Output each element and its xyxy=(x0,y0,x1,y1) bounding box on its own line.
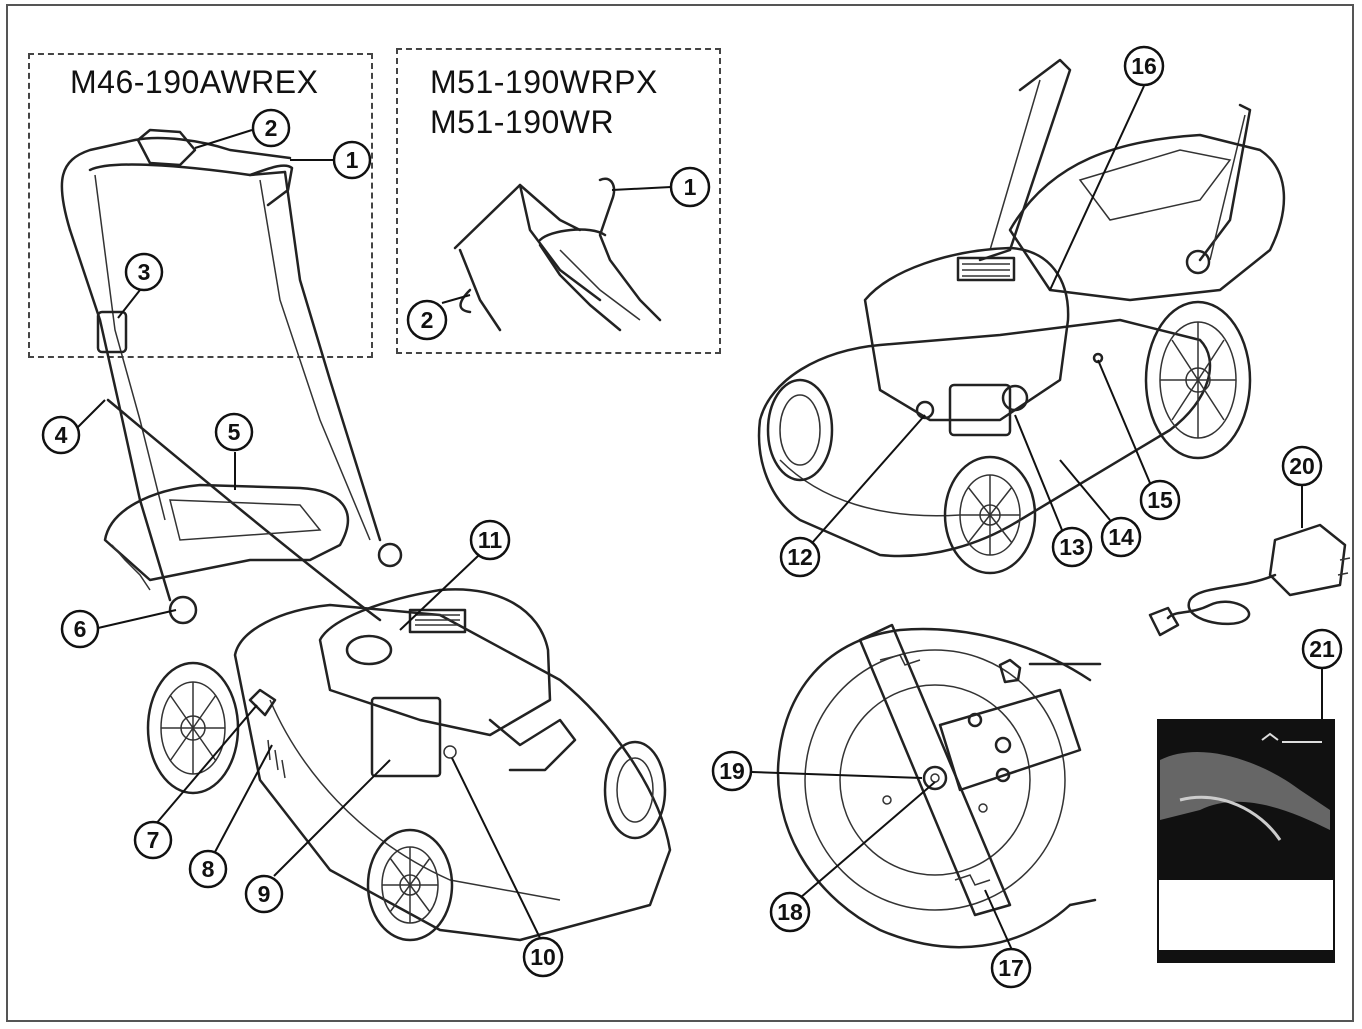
callout-21: 21 xyxy=(1301,628,1343,670)
svg-text:17: 17 xyxy=(998,955,1024,981)
model-label-m51-wr: M51-190WR xyxy=(430,104,615,140)
manual-illustration xyxy=(1157,719,1335,963)
svg-text:8: 8 xyxy=(202,856,215,882)
svg-text:15: 15 xyxy=(1147,487,1173,513)
svg-text:18: 18 xyxy=(777,899,803,925)
callout-20: 20 xyxy=(1281,445,1323,487)
svg-text:12: 12 xyxy=(787,544,813,570)
callout-17: 17 xyxy=(990,947,1032,989)
svg-text:4: 4 xyxy=(55,422,68,448)
svg-text:7: 7 xyxy=(147,827,160,853)
callout-2b: 2 xyxy=(406,299,448,341)
svg-text:9: 9 xyxy=(258,881,271,907)
diagram-frame xyxy=(6,4,1354,1022)
svg-text:20: 20 xyxy=(1289,453,1315,479)
svg-text:14: 14 xyxy=(1108,524,1134,550)
callout-18: 18 xyxy=(769,891,811,933)
svg-text:10: 10 xyxy=(530,944,556,970)
callout-3: 3 xyxy=(124,252,164,292)
svg-text:19: 19 xyxy=(719,758,745,784)
callout-16: 16 xyxy=(1123,45,1165,87)
svg-text:1: 1 xyxy=(684,174,697,200)
handle-detail-illustration xyxy=(453,177,662,332)
callout-1a: 1 xyxy=(332,140,372,180)
callout-7: 7 xyxy=(133,820,173,860)
svg-text:6: 6 xyxy=(74,616,87,642)
callout-19: 19 xyxy=(711,750,753,792)
model-box-m46 xyxy=(28,53,373,358)
svg-text:3: 3 xyxy=(138,259,151,285)
svg-text:16: 16 xyxy=(1131,53,1157,79)
charger-illustration xyxy=(1148,523,1351,637)
svg-text:21: 21 xyxy=(1309,636,1335,662)
callout-4: 4 xyxy=(41,415,81,455)
main-mower-illustration xyxy=(60,128,672,942)
svg-text:2: 2 xyxy=(421,307,434,333)
callout-9: 9 xyxy=(244,874,284,914)
svg-text:11: 11 xyxy=(478,527,503,553)
callout-12: 12 xyxy=(779,536,821,578)
svg-text:13: 13 xyxy=(1059,534,1085,560)
svg-text:2: 2 xyxy=(265,115,278,141)
rear-mower-illustration xyxy=(757,58,1286,575)
callout-5: 5 xyxy=(214,412,254,452)
leader-lines xyxy=(74,85,1323,951)
model-label-m51-wrpx: M51-190WRPX xyxy=(430,64,658,100)
callout-6: 6 xyxy=(60,609,100,649)
callout-8: 8 xyxy=(188,849,228,889)
callout-14: 14 xyxy=(1100,516,1142,558)
model-box-m51 xyxy=(396,48,721,354)
svg-text:5: 5 xyxy=(228,419,241,445)
callout-13: 13 xyxy=(1051,526,1093,568)
callout-1b: 1 xyxy=(669,166,711,208)
svg-text:1: 1 xyxy=(346,147,359,173)
callout-2a: 2 xyxy=(251,108,291,148)
model-label-m46: M46-190AWREX xyxy=(70,64,319,100)
blade-underside-illustration xyxy=(776,623,1102,949)
callout-15: 15 xyxy=(1139,479,1181,521)
callout-11: 11 xyxy=(469,519,511,561)
callout-10: 10 xyxy=(522,936,564,978)
